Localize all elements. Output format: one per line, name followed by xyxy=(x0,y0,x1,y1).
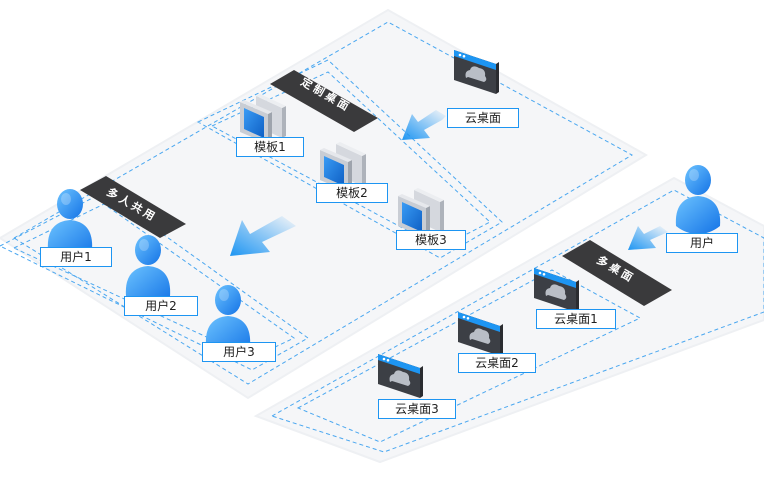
cloud-desktop-label: 云桌面3 xyxy=(378,399,456,419)
arrow-icon xyxy=(230,216,296,256)
cloud-desktop-label: 云桌面1 xyxy=(536,309,616,329)
template-label: 模板3 xyxy=(396,230,466,250)
template-label: 模板1 xyxy=(236,137,304,157)
arrow-icon xyxy=(628,226,668,250)
template-label: 模板2 xyxy=(316,183,388,203)
user-label: 用户1 xyxy=(40,247,112,267)
user-label: 用户2 xyxy=(124,296,198,316)
cloud-desktop-label: 云桌面 xyxy=(447,108,519,128)
multi-desktop-tag: 多桌面 xyxy=(562,240,672,306)
user-label: 用户 xyxy=(666,233,738,253)
user-label: 用户3 xyxy=(202,342,276,362)
arrow-icon xyxy=(402,110,446,140)
cloud-desktop-label: 云桌面2 xyxy=(458,353,536,373)
